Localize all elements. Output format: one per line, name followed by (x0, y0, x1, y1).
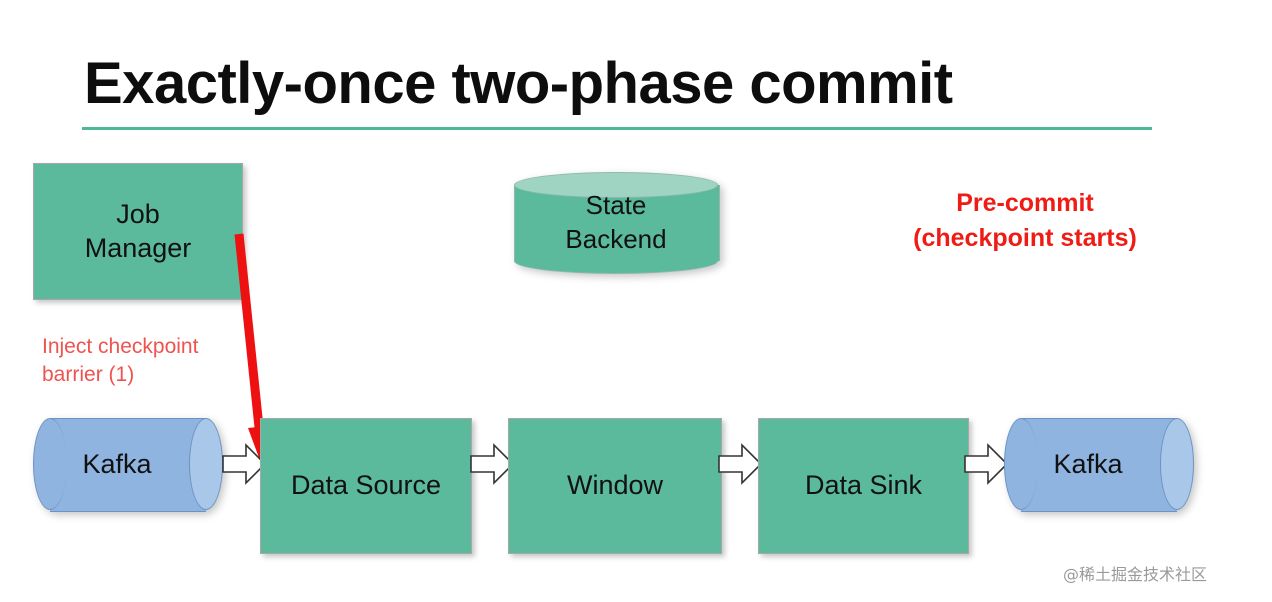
node-state-backend: State Backend (514, 172, 720, 274)
node-data-sink: Data Sink (758, 418, 969, 554)
annotation-pre-commit: Pre-commit (checkpoint starts) (913, 189, 1137, 252)
node-window-label: Window (566, 470, 664, 501)
node-kafka-source: Kafka (33, 418, 223, 512)
node-state-backend-label: State Backend (565, 190, 667, 254)
node-data-source-label: Data Source (290, 470, 442, 501)
watermark: @稀土掘金技术社区 (1063, 565, 1208, 584)
node-kafka-source-label: Kafka (82, 448, 152, 479)
cylinder-left-ellipse (33, 418, 67, 510)
page-title: Exactly-once two-phase commit (84, 51, 953, 116)
flow-arrow-icon-2 (470, 443, 514, 485)
node-job-manager: Job Manager (33, 163, 243, 300)
annotation-inject-checkpoint-barrier: Inject checkpoint barrier (1) (42, 335, 199, 387)
flow-arrow-icon-1 (222, 443, 266, 485)
title-underline-divider (82, 127, 1152, 130)
cylinder-left-ellipse (1004, 418, 1038, 510)
node-data-sink-label: Data Sink (804, 470, 923, 501)
cylinder-right-ellipse (1160, 418, 1194, 510)
node-kafka-sink-label: Kafka (1053, 448, 1123, 479)
node-kafka-sink: Kafka (1004, 418, 1194, 512)
flow-arrow-icon-4 (964, 443, 1008, 485)
cylinder-body (1021, 418, 1177, 512)
cylinder-body (50, 418, 206, 512)
flow-arrow-icon-3 (718, 443, 762, 485)
cylinder-top-ellipse (514, 172, 718, 198)
node-data-source: Data Source (260, 418, 472, 554)
node-job-manager-label: Job Manager (84, 198, 192, 263)
node-window: Window (508, 418, 722, 554)
